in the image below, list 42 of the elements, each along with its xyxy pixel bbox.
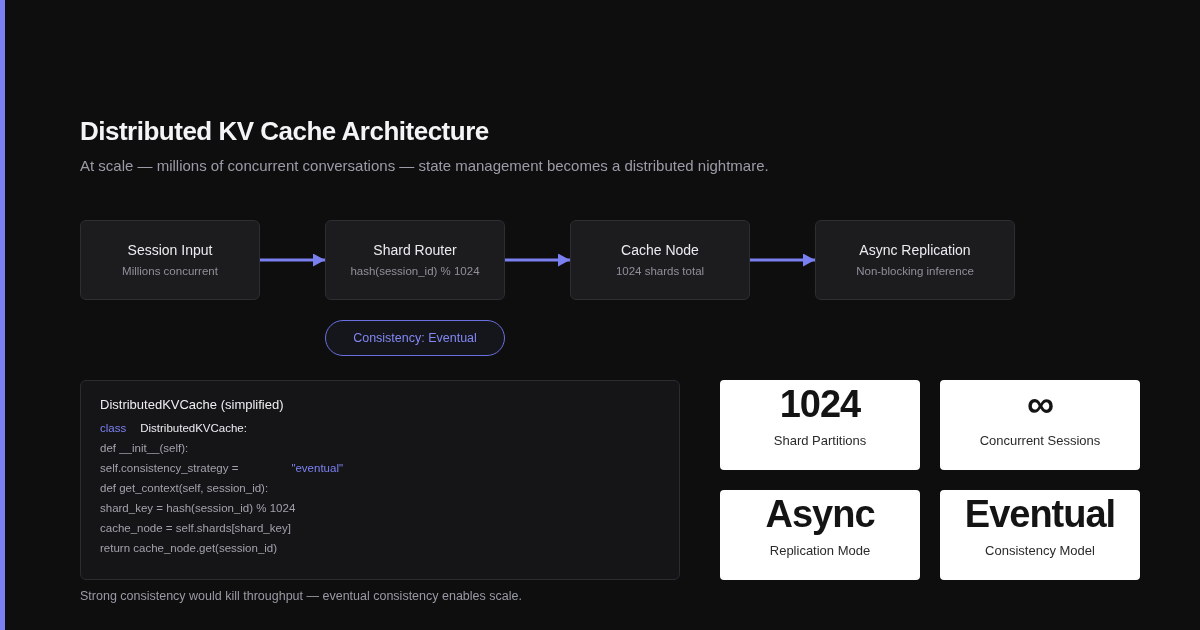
code-line: def __init__(self):: [100, 442, 189, 454]
box-subtitle: hash(session_id) % 1024: [350, 264, 480, 278]
subtitle: At scale — millions of concurrent conversations — state management becomes a distributed nightmare.: [80, 156, 769, 176]
arrow: [505, 253, 570, 267]
code-line: shard_key = hash(session_id) % 1024: [100, 502, 296, 514]
process-box: [325, 220, 505, 300]
code-line: def get_context(self, session_id):: [100, 482, 269, 494]
box-title: Async Replication: [859, 242, 971, 259]
stat-label: Consistency Model: [985, 543, 1095, 559]
page-title: Distributed KV Cache Architecture: [80, 115, 489, 147]
code-line: return cache_node.get(session_id): [100, 542, 278, 554]
class-name: DistributedKVCache:: [140, 422, 247, 434]
tag-pill: Consistency: Eventual: [325, 320, 505, 356]
stat-card: [940, 490, 1140, 580]
stat-value: 1024: [779, 385, 861, 423]
process-box: [80, 220, 260, 300]
box-subtitle: Non-blocking inference: [856, 264, 974, 278]
code-line: self.consistency_strategy =: [100, 462, 239, 474]
stat-value: Eventual: [964, 495, 1116, 533]
box-subtitle: 1024 shards total: [615, 264, 705, 278]
stat-label: Shard Partitions: [773, 433, 867, 449]
code-keyword: class: [100, 422, 127, 434]
box-title: Session Input: [127, 242, 213, 259]
code-panel: [80, 380, 680, 580]
stat-label: Replication Mode: [769, 543, 871, 559]
caption-text: Strong consistency would kill throughput — eventual consistency enables scale.: [80, 588, 522, 604]
code-line: cache_node = self.shards[shard_key]: [100, 522, 291, 534]
box-subtitle: Millions concurrent: [122, 264, 218, 278]
stat-value: Async: [765, 495, 875, 533]
arrow: [750, 253, 815, 267]
box-title: Shard Router: [373, 242, 457, 259]
code-string: "eventual": [291, 462, 344, 474]
stat-value: ∞: [1026, 385, 1054, 423]
code-title: DistributedKVCache (simplified): [100, 396, 284, 412]
stat-card: [940, 380, 1140, 470]
stat-card: [720, 380, 920, 470]
process-box: [570, 220, 750, 300]
process-box: [815, 220, 1015, 300]
box-title: Cache Node: [621, 242, 699, 259]
arrow: [260, 253, 325, 267]
stat-card: [720, 490, 920, 580]
stat-label: Concurrent Sessions: [979, 433, 1101, 449]
